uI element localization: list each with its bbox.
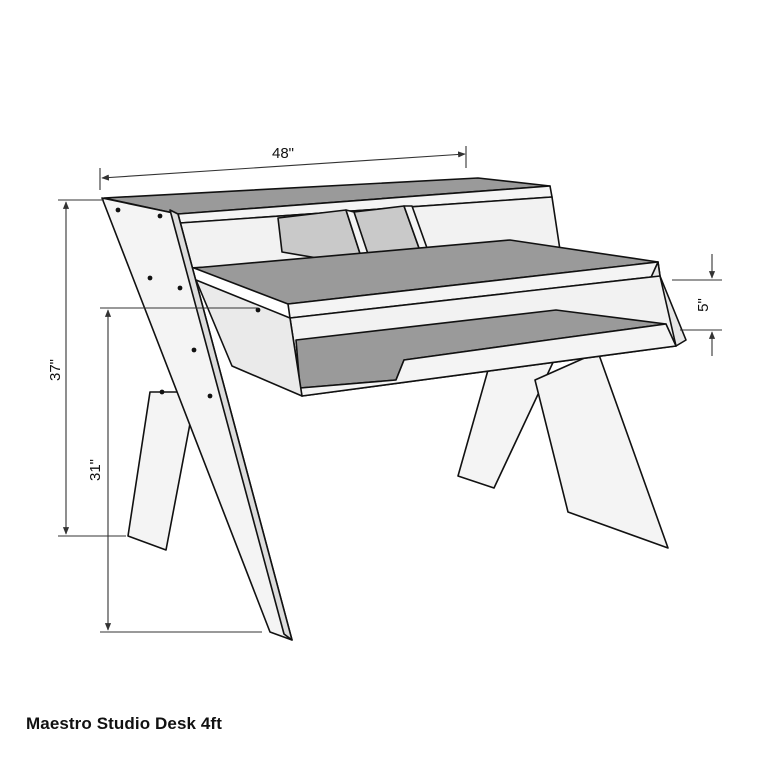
dimension-shelf-gap bbox=[672, 254, 722, 356]
screw-holes bbox=[115, 207, 261, 399]
desk-left-side bbox=[195, 279, 303, 397]
dimension-total-height-label: 37" bbox=[47, 359, 64, 381]
dimension-desk-height-label: 31" bbox=[87, 459, 104, 481]
dimension-shelf-gap-label: 5" bbox=[695, 298, 712, 312]
dimension-width-label: 48" bbox=[272, 145, 294, 162]
caption: Maestro Studio Desk 4ft bbox=[26, 714, 222, 733]
keyboard-tray-edge bbox=[299, 323, 677, 397]
front-right-leg bbox=[534, 351, 669, 549]
dimension-desk-height bbox=[100, 307, 262, 633]
front-left-leg-edge bbox=[169, 209, 293, 641]
back-right-leg bbox=[457, 355, 557, 489]
dimension-total-height bbox=[58, 199, 126, 537]
desk-drawing bbox=[101, 177, 687, 641]
dimension-width bbox=[99, 146, 467, 190]
